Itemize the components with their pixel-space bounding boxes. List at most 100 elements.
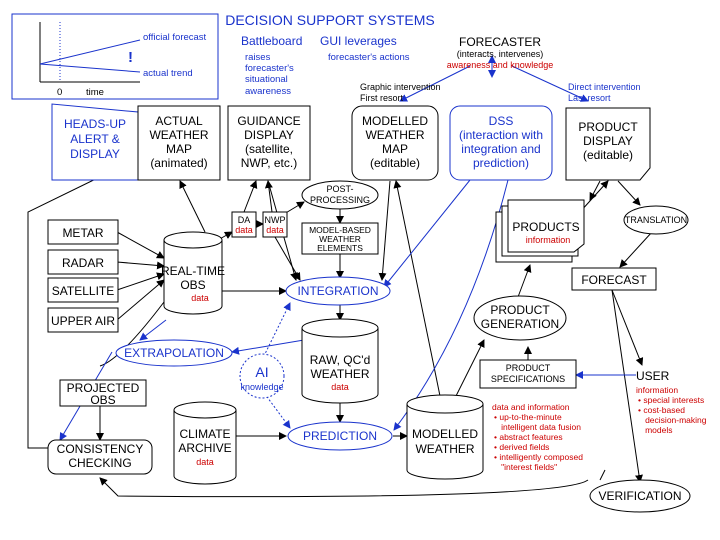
label-text: (interaction with <box>459 128 543 142</box>
label-text: UPPER AIR <box>51 314 115 328</box>
modelled-weather-node: MODELLED WEATHER <box>406 394 484 480</box>
label-text: ACTUAL <box>155 114 203 128</box>
radar-node: RADAR <box>47 249 119 275</box>
label-text: REAL-TIME <box>161 264 225 278</box>
label-text: First resort <box>360 93 404 103</box>
label-text: PROCESSING <box>310 195 370 205</box>
projected-obs-node: PROJECTED OBS <box>59 379 147 407</box>
label-text: Graphic intervention <box>360 82 441 92</box>
label-text: MAP <box>166 142 192 156</box>
label-text: • cost-based <box>638 405 685 415</box>
label-text: intelligent data fusion <box>494 422 581 432</box>
label-text: WEATHER <box>415 442 474 456</box>
label-text: CONSISTENCY <box>57 442 144 456</box>
label-text: HEADS-UP <box>64 117 126 131</box>
label-text: USER <box>636 369 670 383</box>
label-text: (editable) <box>583 148 633 162</box>
label-text: FORECAST <box>581 273 647 287</box>
inset-x-label: time <box>86 87 104 98</box>
official-forecast-line <box>39 39 141 65</box>
product-display-node: PRODUCT DISPLAY (editable) <box>565 107 651 181</box>
label-text: Last resort <box>568 93 611 103</box>
label-text: PRODUCT <box>578 120 638 134</box>
label-text: MODEL-BASED <box>309 225 371 235</box>
label-text: WEATHER <box>310 367 369 381</box>
label-text: • up-to-the-minute <box>494 412 562 422</box>
integration-node: INTEGRATION <box>285 276 391 306</box>
label-text: NWP, etc.) <box>241 156 297 170</box>
label-text: AI <box>255 364 268 380</box>
ai-dotted-connectors <box>261 302 291 429</box>
label-text: PRODUCT <box>506 363 551 373</box>
heads-up-node: HEADS-UP ALERT & DISPLAY <box>51 103 139 181</box>
label-text: • abstract features <box>494 432 563 442</box>
translation-node: TRANSLATION <box>623 205 689 235</box>
label-text: data <box>196 457 214 467</box>
label-text: PRODUCT <box>490 303 550 317</box>
label-text: NWP <box>265 215 286 225</box>
label-text: (animated) <box>150 156 207 170</box>
direct-intervention-note: Direct intervention Last resort <box>568 82 641 103</box>
label-text: MODELLED <box>362 114 428 128</box>
label-text: information <box>526 235 571 245</box>
label-text: information <box>636 385 678 395</box>
label-text: METAR <box>62 226 103 240</box>
label-text: VERIFICATION <box>598 489 681 503</box>
label-text: decision-making <box>638 415 707 425</box>
label-text: situational <box>245 74 288 85</box>
label-text: GUI leverages <box>320 34 397 48</box>
label-text: CLIMATE <box>179 427 230 441</box>
extrapolation-node: EXTRAPOLATION <box>115 339 233 367</box>
actual-weather-map-node: ACTUAL WEATHER MAP (animated) <box>137 105 221 181</box>
label-text: data <box>191 293 209 303</box>
post-processing-node: POST- PROCESSING <box>301 180 379 210</box>
label-text: awareness and knowledge <box>447 60 554 70</box>
product-specifications-node: PRODUCT SPECIFICATIONS <box>479 359 577 389</box>
label-text: forecaster's <box>245 63 294 74</box>
label-text: DISPLAY <box>583 134 633 148</box>
forecast-node: FORECAST <box>571 267 657 291</box>
label-text: POST- <box>326 184 353 194</box>
user-information: information • special interests • cost-b… <box>636 385 707 435</box>
label-text: ALERT & <box>70 132 120 146</box>
label-text: WEATHER <box>149 128 208 142</box>
label-text: SATELLITE <box>52 284 114 298</box>
label-text: PROJECTED <box>67 381 140 395</box>
model-based-elements-node: MODEL-BASED WEATHER ELEMENTS <box>301 222 379 255</box>
prediction-node: PREDICTION <box>287 421 393 451</box>
label-text: OBS <box>90 393 115 407</box>
label-text: WEATHER <box>319 234 361 244</box>
graphic-intervention-note: Graphic intervention First resort <box>360 82 441 103</box>
label-text: Direct intervention <box>568 82 641 92</box>
label-text: DSS <box>489 114 514 128</box>
alert-mark: ! <box>128 49 133 66</box>
battleboard-note: Battleboard raises forecaster's situatio… <box>241 34 302 97</box>
data-and-information-list: data and information • up-to-the-minute … <box>492 402 583 472</box>
metar-node: METAR <box>47 219 119 245</box>
product-generation-node: PRODUCT GENERATION <box>473 295 567 341</box>
connectors <box>27 171 653 498</box>
label-text: MAP <box>382 142 408 156</box>
label-text: (satellite, <box>245 142 293 156</box>
label-text: PRODUCTS <box>512 220 579 234</box>
label-text: PREDICTION <box>303 429 377 443</box>
label-text: • special interests <box>638 395 704 405</box>
upper-air-node: UPPER AIR <box>47 307 119 333</box>
label-text: ARCHIVE <box>178 441 231 455</box>
real-time-obs-node: REAL-TIME OBS data <box>161 231 225 315</box>
label-text: SPECIFICATIONS <box>491 374 565 384</box>
label-text: models <box>638 425 673 435</box>
modelled-weather-map-node: MODELLED WEATHER MAP (editable) <box>351 105 439 181</box>
label-text: RADAR <box>62 256 104 270</box>
dss-node: DSS (interaction with integration and pr… <box>449 105 553 181</box>
da-node: DA data <box>231 211 257 238</box>
label-text: CHECKING <box>68 456 131 470</box>
climate-archive-node: CLIMATE ARCHIVE data <box>173 401 237 485</box>
label-text: Battleboard <box>241 34 302 48</box>
gui-note: GUI leverages forecaster's actions <box>320 34 410 63</box>
label-text: data <box>266 225 284 235</box>
label-text: WEATHER <box>365 128 424 142</box>
label-text: MODELLED <box>412 427 478 441</box>
label-text: OBS <box>180 278 205 292</box>
label-text: ELEMENTS <box>317 243 363 253</box>
